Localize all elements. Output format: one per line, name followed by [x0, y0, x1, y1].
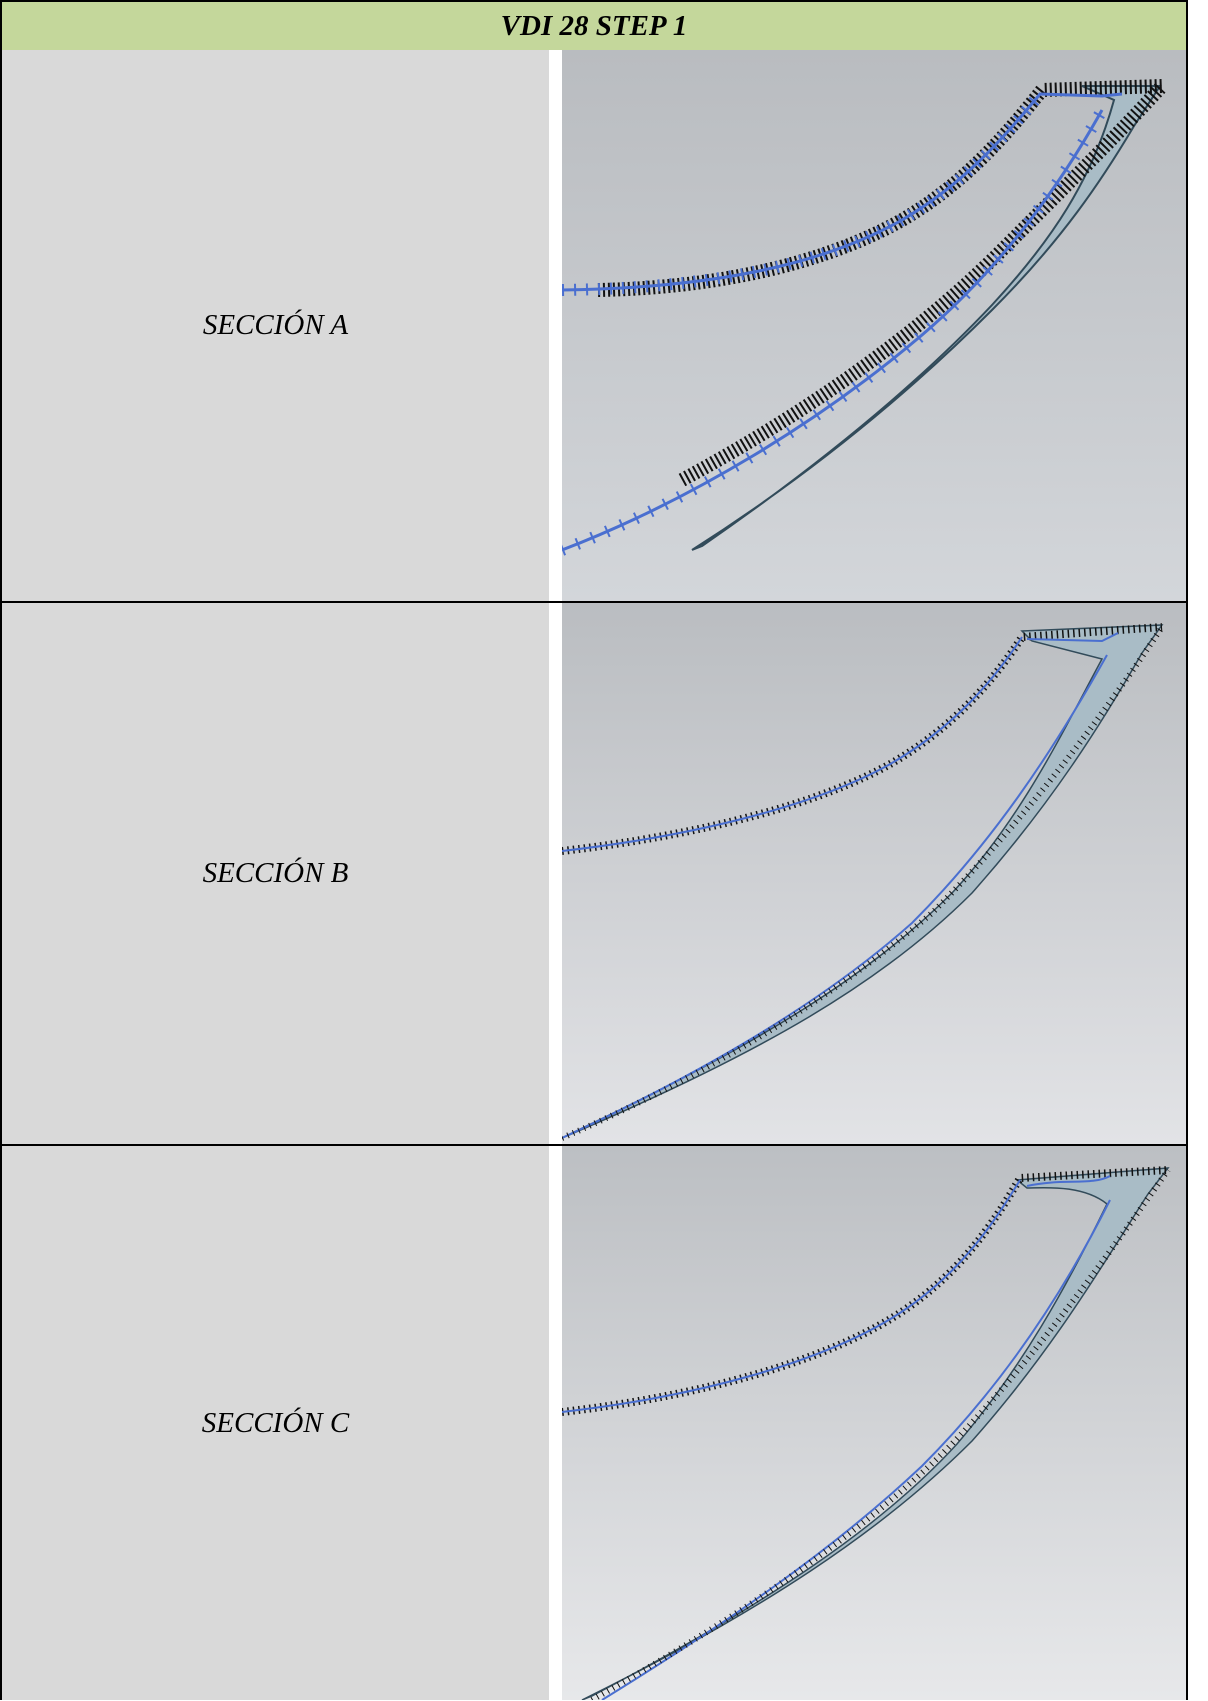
section-c-label: SECCIÓN C — [2, 1146, 549, 1700]
section-b-label: SECCIÓN B — [2, 603, 549, 1144]
section-c-image — [562, 1146, 1186, 1700]
section-a-profile-plot — [562, 50, 1186, 601]
section-b-image — [562, 603, 1186, 1144]
section-a-image — [562, 50, 1186, 601]
table-title: VDI 28 STEP 1 — [2, 2, 1186, 52]
section-a-label: SECCIÓN A — [2, 50, 549, 601]
table-row-section-b: SECCIÓN B — [2, 603, 1186, 1146]
section-c-profile-plot — [562, 1146, 1186, 1700]
table-row-section-a: SECCIÓN A — [2, 50, 1186, 603]
section-b-profile-plot — [562, 603, 1186, 1144]
table-row-section-c: SECCIÓN C — [2, 1146, 1186, 1700]
